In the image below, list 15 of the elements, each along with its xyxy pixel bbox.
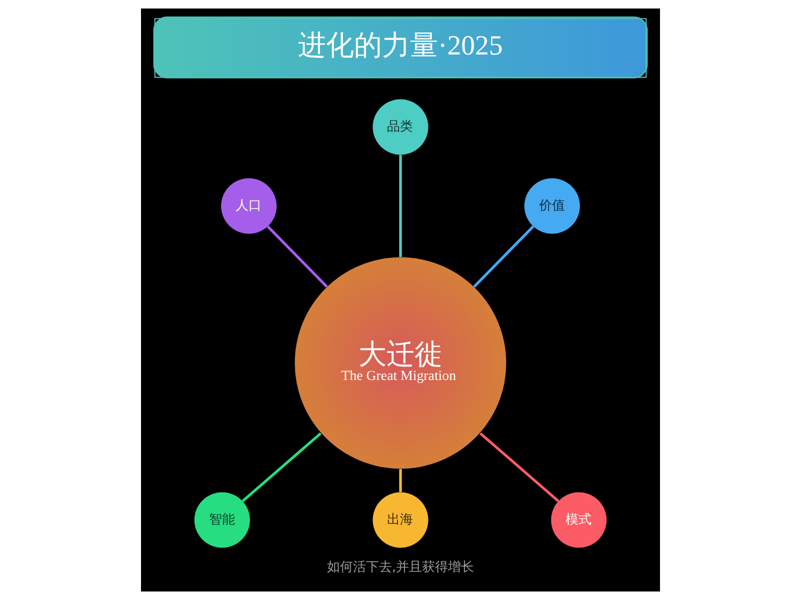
node-circle: 品类	[372, 99, 428, 155]
node-circle: 出海	[372, 492, 428, 548]
node-circle: 模式	[550, 492, 606, 548]
connector	[398, 154, 402, 258]
connector	[472, 225, 534, 288]
caption: 如何活下去,并且获得增长	[326, 560, 474, 575]
node-circle: 价值	[524, 178, 580, 234]
diagram-title: 进化的力量·2025	[297, 30, 502, 62]
node-circle: 大迁徙 The Great Migration	[294, 257, 506, 469]
node-circle: 智能	[194, 492, 250, 548]
connector	[241, 432, 322, 502]
connector	[266, 225, 328, 288]
node-circle: 人口	[220, 178, 276, 234]
connector	[478, 432, 559, 502]
connector	[398, 469, 402, 492]
